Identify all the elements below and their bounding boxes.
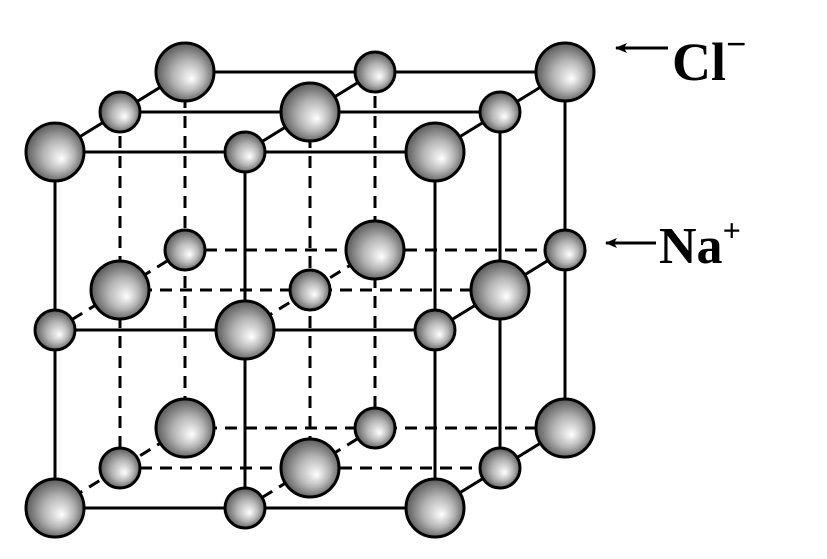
sodium-ion bbox=[98, 90, 142, 134]
sodium-ion bbox=[163, 228, 207, 272]
chloride-symbol: Cl bbox=[672, 32, 726, 92]
chloride-ion bbox=[154, 397, 216, 459]
chloride-ion bbox=[279, 437, 341, 499]
sodium-label: Na+ bbox=[659, 212, 741, 275]
sodium-ion bbox=[33, 308, 77, 352]
chloride-ion bbox=[534, 397, 596, 459]
ion-layer bbox=[24, 41, 596, 539]
chloride-ion bbox=[534, 41, 596, 103]
chloride-ion bbox=[154, 41, 216, 103]
chloride-ion bbox=[24, 477, 86, 539]
sodium-ion bbox=[543, 228, 587, 272]
sodium-label-group: Na+ bbox=[605, 212, 741, 275]
chloride-ion bbox=[404, 477, 466, 539]
sodium-ion bbox=[98, 446, 142, 490]
chloride-ion bbox=[214, 299, 276, 361]
chloride-ion bbox=[89, 259, 151, 321]
chloride-ion bbox=[344, 219, 406, 281]
sodium-charge: + bbox=[723, 212, 741, 248]
chloride-ion bbox=[24, 121, 86, 183]
sodium-ion bbox=[223, 130, 267, 174]
chloride-ion bbox=[404, 121, 466, 183]
sodium-ion bbox=[413, 308, 457, 352]
sodium-ion bbox=[353, 406, 397, 450]
chloride-charge: − bbox=[726, 24, 747, 64]
sodium-ion bbox=[478, 90, 522, 134]
sodium-ion bbox=[288, 268, 332, 312]
lattice-edge-hidden bbox=[244, 426, 376, 510]
chloride-ion bbox=[279, 81, 341, 143]
lattice-edge-hidden bbox=[54, 248, 186, 332]
sodium-ion bbox=[478, 446, 522, 490]
sodium-symbol: Na bbox=[659, 218, 723, 275]
chloride-label-group: Cl− bbox=[615, 24, 747, 92]
chloride-label: Cl− bbox=[672, 24, 747, 92]
sodium-ion bbox=[353, 50, 397, 94]
sodium-ion bbox=[223, 486, 267, 530]
chloride-ion bbox=[469, 259, 531, 321]
